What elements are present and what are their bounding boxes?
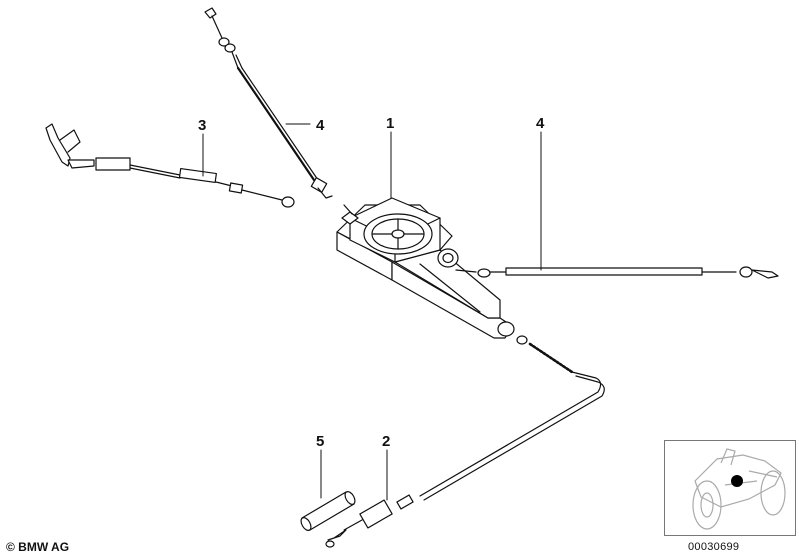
location-marker (731, 475, 743, 487)
copyright-text: © BMW AG (6, 540, 70, 554)
callout-4-right: 4 (536, 115, 545, 132)
motorcycle-location-icon (692, 448, 786, 530)
callout-3: 3 (198, 117, 206, 134)
leader-lines (202, 123, 542, 501)
document-number: 00030699 (688, 541, 740, 553)
cable-part-2 (325, 335, 605, 548)
cable-part-4-upper (204, 7, 333, 199)
cable-part-4-right (455, 266, 779, 279)
sleeve-part-5 (300, 491, 356, 531)
location-thumbnail (664, 440, 796, 536)
callout-2: 2 (382, 433, 390, 450)
callout-4-upper: 4 (316, 117, 325, 134)
callout-1: 1 (386, 115, 394, 132)
housing-part-1 (336, 197, 515, 339)
cable-part-3 (45, 123, 295, 208)
callout-5: 5 (316, 433, 324, 450)
